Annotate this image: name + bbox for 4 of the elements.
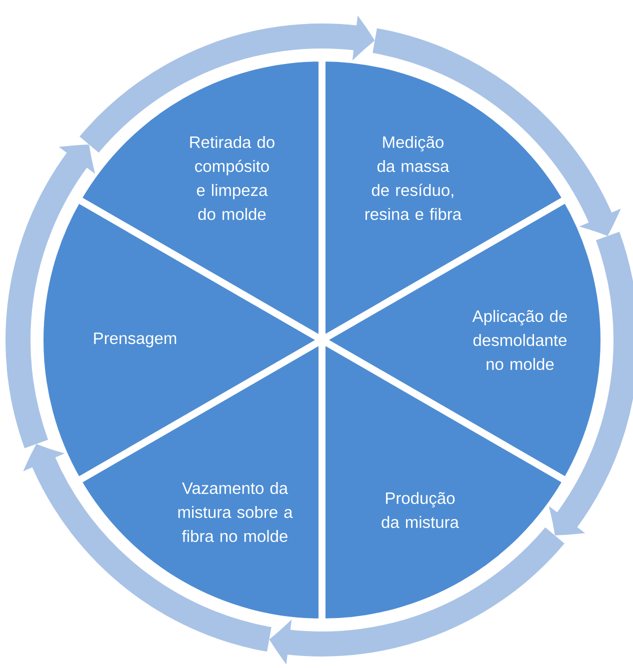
curved-arrow	[6, 144, 94, 448]
curved-arrow	[26, 444, 272, 652]
curved-arrow	[550, 232, 633, 536]
curved-arrow	[372, 28, 618, 236]
